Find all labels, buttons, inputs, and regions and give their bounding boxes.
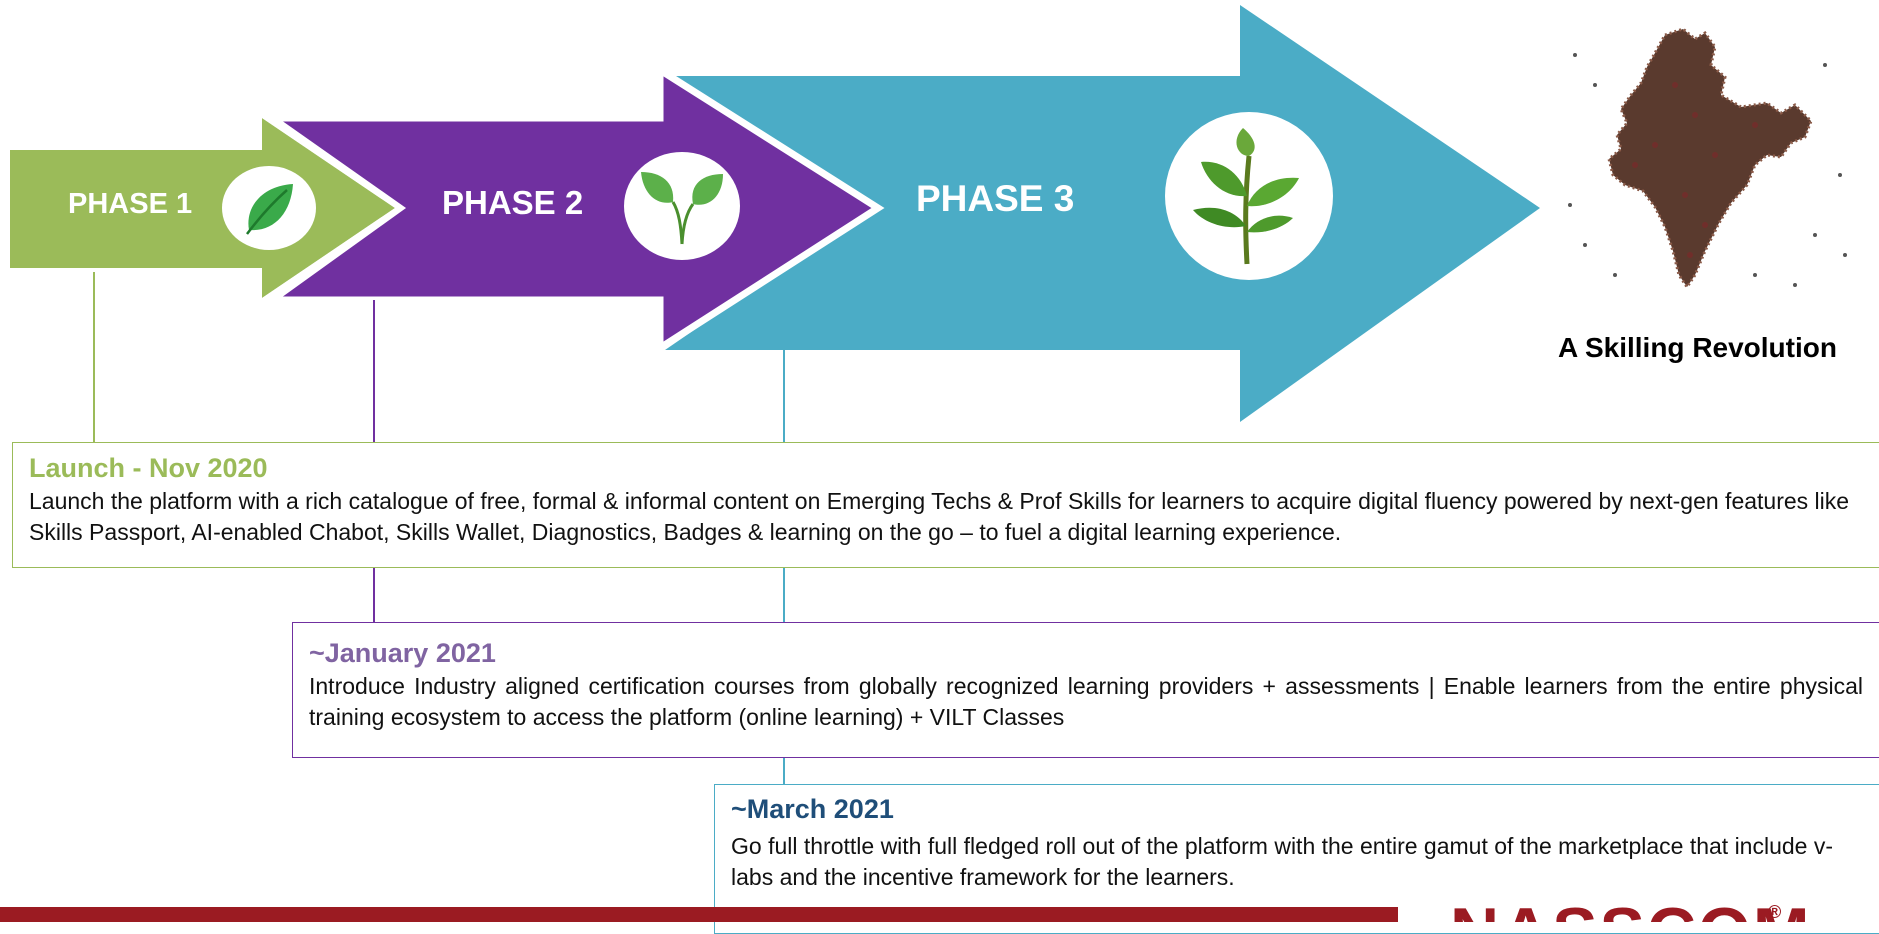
footer-bar: [0, 907, 1398, 922]
phase-3-connector-mid: [783, 568, 785, 622]
phase-3-connector-top: [783, 348, 785, 442]
two-leaf-sprout-icon: [641, 172, 723, 245]
milestone-description: Launch the platform with a rich catalogu…: [29, 488, 1850, 545]
milestone-january: ~January 2021 Introduce Industry aligned…: [292, 622, 1879, 758]
phase-3-icon-circle: [1165, 112, 1333, 280]
phase-1-icon-circle: [222, 166, 316, 250]
milestone-description: Introduce Industry aligned certification…: [309, 673, 1863, 730]
milestone-description: Go full throttle with full fledged roll …: [731, 833, 1834, 890]
footer-logo-clip: NASSCOM: [1440, 904, 1879, 922]
nasscom-logo: NASSCOM: [1450, 904, 1812, 922]
hero-caption: A Skilling Revolution: [1558, 332, 1837, 363]
milestone-title: Launch - Nov 2020: [29, 453, 268, 483]
milestone-march: ~March 2021 Go full throttle with full f…: [714, 784, 1879, 934]
phase-2-icon-circle: [624, 152, 740, 260]
phase-1-label: PHASE 1: [68, 188, 193, 220]
milestone-title: ~March 2021: [731, 794, 894, 824]
tea-plant-icon: [1193, 128, 1299, 265]
phase-3-connector-bottom: [783, 758, 785, 784]
phase-2-connector-top: [373, 300, 375, 442]
single-leaf-icon: [246, 184, 293, 235]
milestone-title: ~January 2021: [309, 638, 496, 668]
phase-2-arrow: [260, 63, 885, 355]
phase-2-connector-bottom: [373, 568, 375, 622]
phase-1-connector: [93, 272, 95, 442]
phase-2-label: PHASE 2: [442, 184, 584, 221]
india-map-crowd-image: [1568, 27, 1847, 290]
nasscom-registered-mark: ®: [1768, 902, 1782, 922]
phase-3-arrow: [665, 5, 1540, 422]
milestone-launch: Launch - Nov 2020 Launch the platform wi…: [12, 442, 1879, 568]
phase-3-label: PHASE 3: [916, 178, 1075, 219]
phase-1-arrow: [10, 118, 395, 298]
